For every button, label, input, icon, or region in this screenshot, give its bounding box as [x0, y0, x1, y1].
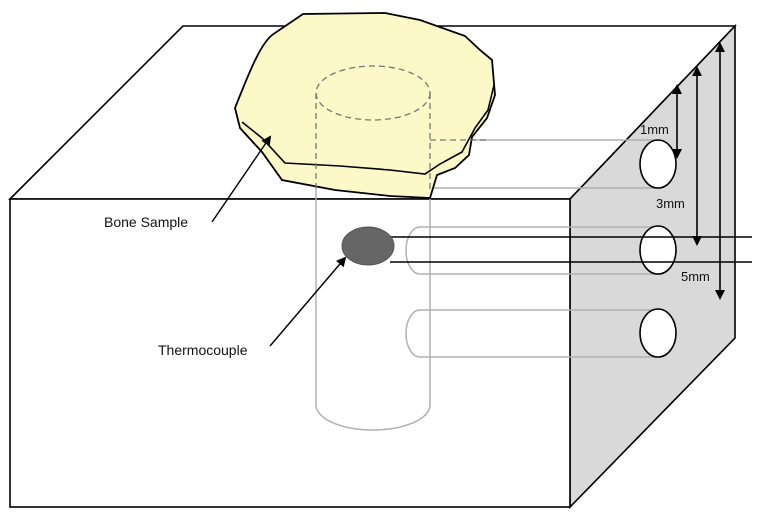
- bore-bottom: [315, 404, 431, 431]
- dim-3mm-label: 3mm: [656, 196, 685, 211]
- bone-sample-label: Bone Sample: [104, 214, 188, 230]
- hole-3mm: [639, 225, 677, 275]
- bone-sample-leader: [211, 135, 272, 223]
- dimension-arrows: [672, 42, 725, 300]
- bore-top-dashed: [315, 65, 488, 190]
- channel-3-end: [405, 309, 421, 358]
- hole-5mm: [639, 308, 677, 358]
- dim-5mm-label: 5mm: [681, 269, 710, 284]
- hole-1mm: [639, 139, 677, 189]
- thermocouple-assembly: [341, 226, 752, 266]
- thermocouple-label: Thermocouple: [158, 342, 248, 358]
- side-holes: [639, 139, 677, 358]
- bone-sample: [234, 12, 496, 199]
- thermocouple-tip: [341, 226, 395, 266]
- dim-1mm-label: 1mm: [640, 122, 669, 137]
- thermocouple-leader: [269, 256, 347, 347]
- bone-sample-shape: [234, 12, 496, 199]
- channel-2-end: [405, 226, 421, 275]
- block-front-face: [9, 198, 571, 508]
- bone-sample-edge: [241, 84, 495, 175]
